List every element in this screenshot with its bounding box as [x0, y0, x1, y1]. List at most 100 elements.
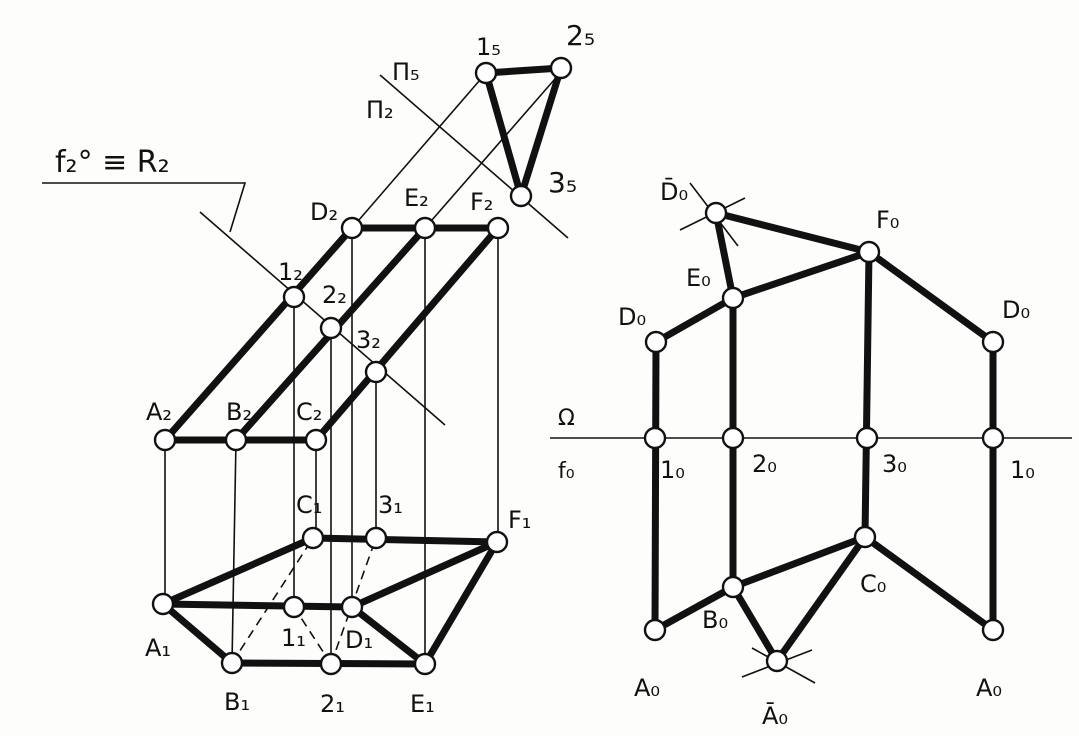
- edge-a2-d2: [161, 224, 356, 444]
- label-dbar0: D̄₀: [660, 177, 688, 206]
- label-3-2: 3₂: [356, 326, 381, 354]
- point-e1: [413, 652, 437, 676]
- hidden-b1-c1: [231, 537, 314, 664]
- triangle-1-2-3: [482, 64, 565, 200]
- edge-d0-e0: [652, 294, 737, 346]
- edge-a1-b1: [159, 600, 236, 667]
- label-3-1: 3₁: [378, 491, 403, 519]
- label-b2: B₂: [226, 398, 252, 426]
- edge-f0-c0: [861, 248, 873, 541]
- label-f1: F₁: [508, 506, 531, 534]
- point-a0-right: [981, 618, 1005, 642]
- construction-lines: [42, 71, 569, 665]
- edge-e0-f0: [729, 248, 873, 302]
- point-f2: [486, 216, 510, 240]
- edge-c2-f2: [312, 224, 502, 444]
- edge-b0-abar: [729, 583, 781, 665]
- point-1-5: [474, 61, 498, 85]
- edge-a1-c1: [159, 534, 317, 608]
- label-a0-left: A₀: [634, 674, 660, 702]
- points: [151, 56, 1005, 676]
- pi5-pi2-axis: [379, 74, 569, 239]
- label-d0-right: D₀: [1002, 296, 1030, 324]
- point-1-0-right: [981, 426, 1005, 450]
- point-a0-left: [643, 618, 667, 642]
- point-c1: [301, 526, 325, 550]
- edge-c0-abar: [773, 533, 869, 665]
- point-2-1: [319, 652, 343, 676]
- point-e0: [721, 286, 745, 310]
- point-f1: [485, 530, 509, 554]
- label-2-1: 2₁: [320, 690, 345, 718]
- edge-e1-f1: [421, 538, 501, 668]
- label-1-1: 1₁: [281, 624, 306, 652]
- label-c1: C₁: [296, 491, 322, 519]
- point-c0: [853, 525, 877, 549]
- point-b0: [721, 575, 745, 599]
- point-3-2: [364, 360, 388, 384]
- edge-a0-b0: [651, 583, 737, 634]
- proj-line-2: [424, 71, 562, 229]
- edge-dbar-e0: [712, 209, 737, 302]
- label-3-0: 3₀: [882, 450, 907, 478]
- label-c0: C₀: [860, 570, 886, 598]
- proj-line-1: [351, 72, 487, 229]
- label-e2: E₂: [404, 184, 429, 212]
- point-a1: [151, 592, 175, 616]
- edge-d0-a0-left: [651, 338, 660, 634]
- edge-d1-f1: [348, 538, 501, 611]
- point-c2: [304, 428, 328, 452]
- label-d1: D₁: [345, 626, 373, 654]
- horizontal-projection: [159, 534, 501, 668]
- point-a2: [153, 428, 177, 452]
- label-c2: C₂: [296, 398, 322, 426]
- point-b2: [224, 428, 248, 452]
- point-dbar0: [704, 201, 728, 225]
- point-1-2: [282, 285, 306, 309]
- hidden-21-11: [293, 606, 332, 665]
- label-2-2: 2₂: [322, 281, 347, 309]
- label-pi2: Π₂: [366, 96, 394, 124]
- point-f0: [857, 240, 881, 264]
- edge-c0-a0: [861, 533, 997, 634]
- link-b: [231, 439, 237, 664]
- label-1-0-right: 1₀: [1010, 456, 1035, 484]
- point-abar0: [765, 649, 789, 673]
- section-triangle-pi5: [482, 64, 565, 200]
- label-2-0: 2₀: [752, 450, 777, 478]
- point-b1: [220, 651, 244, 675]
- edge-f0-d0: [865, 248, 997, 346]
- point-e2: [413, 216, 437, 240]
- label-f2: F₂: [470, 188, 493, 216]
- point-3-0: [855, 426, 879, 450]
- point-3-5: [509, 184, 533, 208]
- point-2-0: [721, 426, 745, 450]
- label-a1: A₁: [145, 634, 171, 662]
- edge-dbar-f0: [712, 209, 873, 256]
- edge-d1-e1: [348, 603, 429, 668]
- label-f0: F₀: [876, 206, 899, 234]
- label-1-2: 1₂: [278, 258, 303, 286]
- r2-leader: [42, 182, 247, 233]
- label-e0: E₀: [686, 264, 711, 292]
- label-axis-top: Ω: [558, 406, 575, 431]
- label-axis-bottom: f₀: [558, 459, 575, 484]
- point-3-1: [364, 526, 388, 550]
- label-b1: B₁: [224, 688, 250, 716]
- point-d1: [340, 595, 364, 619]
- label-b0: B₀: [702, 606, 728, 634]
- edge-b0-c0: [729, 533, 869, 591]
- point-2-2: [319, 316, 343, 340]
- r2-trace-line: [199, 211, 446, 426]
- label-d2: D₂: [310, 198, 338, 226]
- labels: f₂° ≡ R₂ Π₅ Π₂ 1₅ 2₅ 3₅ D₂ E₂ F₂ 1₂ 2₂ 3…: [55, 19, 1035, 730]
- point-1-0-left: [643, 426, 667, 450]
- label-1-5: 1₅: [476, 33, 501, 61]
- point-d0-left: [644, 330, 668, 354]
- label-a0-right: A₀: [976, 674, 1002, 702]
- point-1-1: [282, 595, 306, 619]
- label-abar0: Ā₀: [762, 701, 788, 730]
- point-d0-right: [981, 330, 1005, 354]
